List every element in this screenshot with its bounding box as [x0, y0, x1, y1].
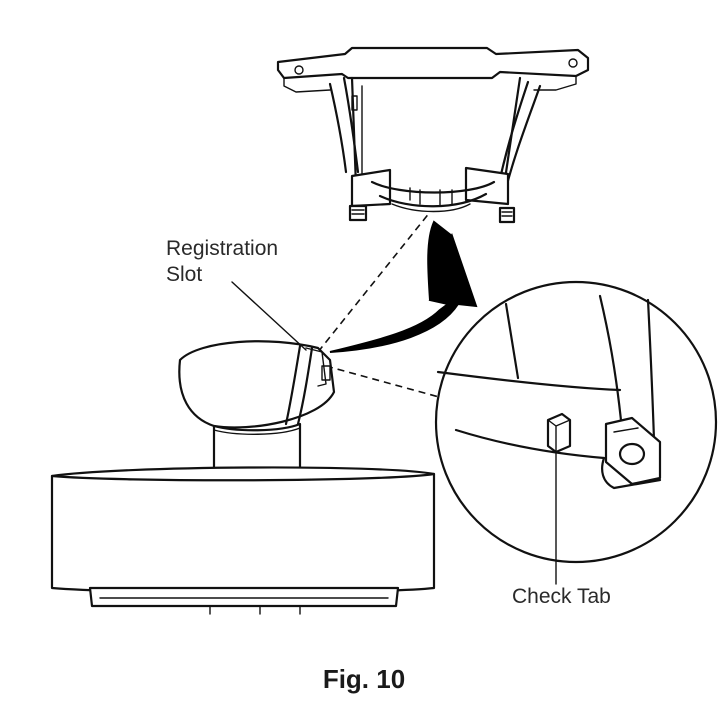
- rotation-arrow: [329, 232, 478, 353]
- registration-slot-label-line2: Slot: [166, 263, 203, 286]
- check-tab-label: Check Tab: [512, 585, 611, 608]
- mounting-bracket: [276, 46, 590, 224]
- alignment-line: [317, 211, 431, 353]
- fan-assembly: [50, 340, 436, 615]
- registration-slot-leader: [231, 281, 307, 351]
- detail-magnifier: [434, 280, 718, 564]
- registration-slot-label: Registration Slot: [166, 236, 278, 288]
- check-tab: [546, 412, 572, 454]
- registration-slot-label-line1: Registration: [166, 237, 279, 260]
- figure-caption: Fig. 10: [322, 664, 406, 694]
